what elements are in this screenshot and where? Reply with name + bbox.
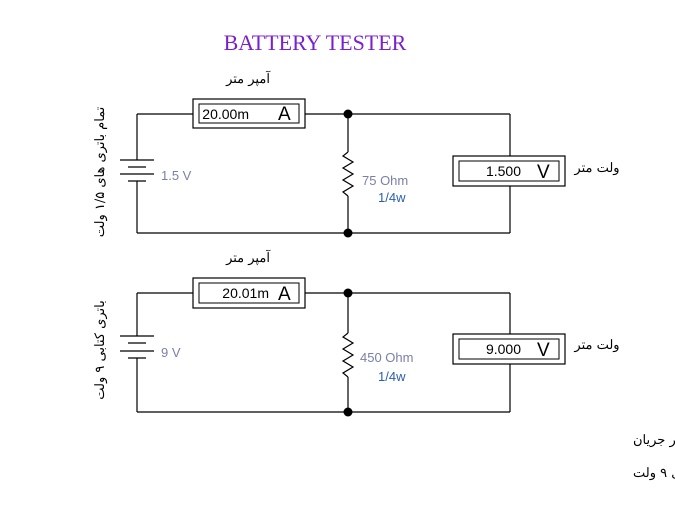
ammeter-label: آمپر متر — [225, 249, 271, 266]
ammeter-reading: 20.01m — [222, 285, 269, 301]
resistor-symbol — [341, 332, 355, 378]
ammeter: 20.01m A — [192, 277, 306, 309]
junction-dot — [343, 109, 353, 119]
ammeter-unit: A — [278, 284, 291, 305]
battery-symbol — [120, 335, 154, 365]
diagram-title: BATTERY TESTER — [224, 30, 407, 55]
ammeter-label: آمپر متر — [225, 70, 271, 87]
resistor-power-label: 1/4w — [378, 190, 406, 205]
voltmeter-reading: 1.500 — [486, 163, 521, 179]
junction-dot — [343, 407, 353, 417]
explanation-line-1: برای آزمایش تمام باتری های باید یک مقاوم… — [633, 431, 675, 448]
resistor-symbol — [341, 151, 355, 197]
voltmeter-unit: V — [537, 340, 550, 361]
voltmeter: 1.500 V — [452, 155, 566, 187]
ammeter-reading: 20.00m — [202, 106, 249, 122]
resistor-value-label: 75 Ohm — [362, 173, 408, 188]
voltmeter-reading: 9.000 — [486, 341, 521, 357]
battery-type-label: باتری کتابی ۹ ولت — [93, 300, 108, 399]
battery-voltage-label: 9 V — [161, 345, 181, 360]
ammeter-unit: A — [278, 104, 291, 125]
voltmeter-label: ولت متر — [573, 161, 619, 176]
voltmeter-label: ولت متر — [573, 338, 619, 353]
battery-symbol — [120, 159, 154, 188]
resistor-power-label: 1/4w — [378, 369, 406, 384]
ammeter: 20.00m A — [192, 98, 306, 129]
circuit-2: 9 V 450 Ohm 1/4w 20.01m A آمپر متر 9.000… — [93, 249, 620, 417]
resistor-value-label: 450 Ohm — [360, 350, 413, 365]
junction-dot — [343, 228, 353, 238]
voltmeter-unit: V — [537, 162, 550, 183]
battery-voltage-label: 1.5 V — [161, 168, 192, 183]
circuit-1: 1.5 V 75 Ohm 1/4w 20.00m A آمپر متر 1.50… — [93, 70, 620, 238]
explanation-line-2: از آن کشیده می شود (جریان بار) آزمایش شو… — [633, 464, 675, 481]
voltmeter: 9.000 V — [452, 333, 566, 365]
battery-type-label: تمام باتری های ۱/۵ ولت — [93, 106, 108, 237]
junction-dot — [343, 288, 353, 298]
